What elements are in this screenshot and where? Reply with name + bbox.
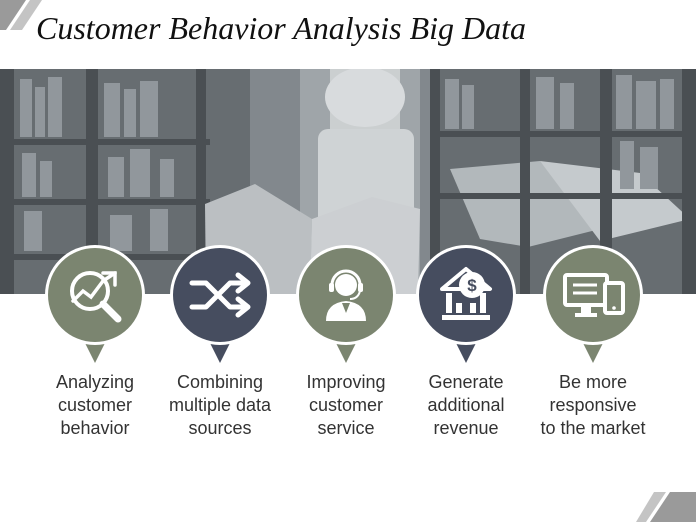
customer-support-headset-icon [326, 269, 366, 321]
steps-row: Analyzing customer behavior Combining mu… [0, 243, 696, 473]
analytics-magnifier-icon [70, 271, 122, 323]
desktop-tablet-icon [563, 273, 625, 317]
svg-text:$: $ [467, 276, 477, 295]
page-title: Customer Behavior Analysis Big Data [36, 10, 527, 46]
shuffle-arrows-icon [189, 272, 251, 318]
step-label: Analyzing customer behavior [55, 372, 135, 438]
step-marker [168, 243, 272, 365]
corner-stripes-bottom-right [636, 492, 696, 522]
step-label: Generate additional revenue [427, 372, 505, 438]
step-marker: $ [414, 243, 518, 365]
step-label: Improving customer service [306, 372, 386, 438]
step-marker [294, 243, 398, 365]
corner-stripes-top-left [0, 0, 42, 30]
step-label: Be more responsive to the market [540, 372, 646, 438]
step-marker [43, 243, 147, 365]
step-label: Combining multiple data sources [168, 372, 272, 438]
bank-dollar-icon: $ [440, 267, 492, 320]
step-marker [541, 243, 645, 365]
